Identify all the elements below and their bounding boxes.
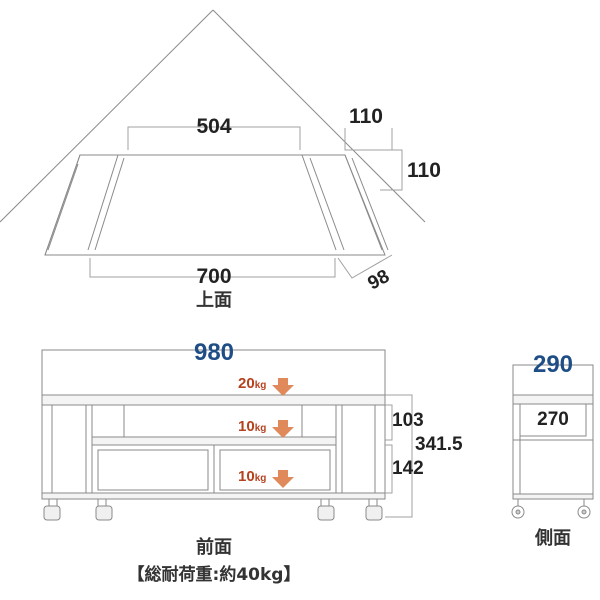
dim-line-98 xyxy=(337,254,393,279)
total-load-label: 【総耐荷重:約40kg】 xyxy=(128,564,301,585)
dim-line-front xyxy=(89,258,336,278)
load-value-mid: 10kg xyxy=(238,418,266,435)
caster-4 xyxy=(365,498,383,521)
top-view-label: 上面 xyxy=(196,290,232,311)
side-body xyxy=(512,403,594,498)
load-value-top: 20kg xyxy=(238,375,266,392)
board-left2-b xyxy=(94,157,125,251)
front-bottom-board xyxy=(41,492,386,500)
dim-box-110-top xyxy=(344,128,393,151)
board-right2-a xyxy=(301,154,337,251)
board-right-a xyxy=(344,154,383,251)
side-caster-right xyxy=(577,499,591,519)
dim-label-700: 700 xyxy=(196,265,231,288)
dim-line-142 xyxy=(385,444,393,494)
side-bottom-board xyxy=(512,493,594,500)
dim-label-504: 504 xyxy=(196,115,231,138)
front-middle-shelf xyxy=(91,436,337,446)
front-view-label: 前面 xyxy=(196,536,232,558)
board-left-inner xyxy=(47,163,79,251)
front-casters xyxy=(43,498,383,521)
dim-line-341 xyxy=(385,394,413,518)
dim-line-103 xyxy=(385,404,393,441)
dim-label-110-side: 110 xyxy=(407,159,441,182)
load-value-bottom: 10kg xyxy=(238,468,266,485)
dim-label-980: 980 xyxy=(194,339,234,366)
board-right-b xyxy=(351,157,389,251)
dim-box-110-right xyxy=(362,149,403,191)
board-right2-b xyxy=(309,157,345,251)
down-arrow-icon xyxy=(272,420,294,438)
dim-label-110-top: 110 xyxy=(349,105,383,128)
front-view xyxy=(41,349,413,518)
dim-label-142: 142 xyxy=(392,458,424,479)
side-casters xyxy=(511,499,591,519)
side-top-board xyxy=(512,394,594,405)
caster-2 xyxy=(95,498,113,521)
corner-guide-left xyxy=(0,9,214,223)
caster-3 xyxy=(317,498,335,521)
down-arrow-icon xyxy=(272,470,294,488)
front-top-board xyxy=(41,394,386,406)
corner-guide-right xyxy=(212,9,426,223)
front-door-right-inner xyxy=(219,449,331,491)
top-view xyxy=(0,9,426,279)
dim-box-980 xyxy=(41,349,386,396)
dim-label-98: 98 xyxy=(364,266,393,294)
caster-1 xyxy=(43,498,61,521)
load-marker-top: 20kg xyxy=(238,375,294,396)
board-left2-a xyxy=(87,154,119,251)
dim-line-back xyxy=(127,126,301,150)
load-marker-bottom: 10kg xyxy=(238,468,294,488)
load-marker-mid: 10kg xyxy=(238,418,294,438)
down-arrow-icon xyxy=(272,378,294,396)
front-door-left-inner xyxy=(97,449,209,491)
board-left-outer xyxy=(44,154,81,256)
side-view xyxy=(512,364,594,500)
dim-label-270: 270 xyxy=(537,409,569,430)
side-caster-left xyxy=(511,499,525,519)
dim-box-270 xyxy=(519,403,587,437)
dim-label-290: 290 xyxy=(533,351,573,378)
top-view-body xyxy=(44,154,386,256)
dim-label-103: 103 xyxy=(392,410,424,431)
dim-box-290 xyxy=(512,364,594,396)
side-view-label: 側面 xyxy=(534,527,571,549)
dim-label-341-5: 341.5 xyxy=(415,434,463,455)
